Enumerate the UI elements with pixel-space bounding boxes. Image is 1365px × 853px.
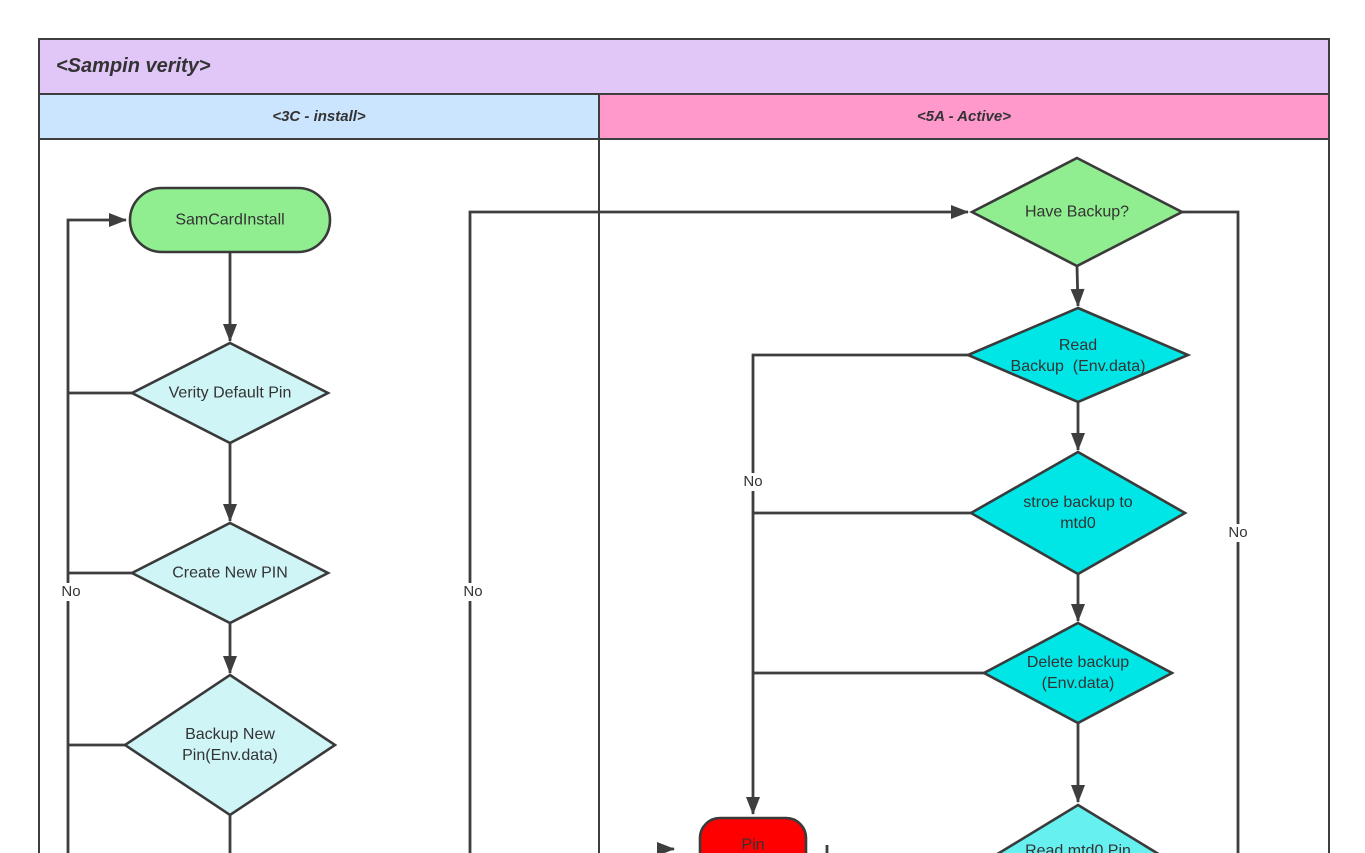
- lane-header-install[interactable]: <3C - install>: [38, 95, 600, 140]
- pool-title-label: <Sampin verity>: [56, 55, 211, 77]
- node-sam-card-install[interactable]: [128, 186, 332, 254]
- lane-header-active[interactable]: <5A - Active>: [600, 95, 1330, 140]
- node-backup-new-pin[interactable]: [122, 673, 338, 817]
- pool-title: <Sampin verity>: [38, 38, 1330, 95]
- node-delete-backup[interactable]: [981, 621, 1175, 725]
- node-create-new-pin[interactable]: [129, 521, 331, 625]
- node-pin[interactable]: [698, 816, 808, 853]
- lane-header-install-label: <3C - install>: [272, 108, 366, 125]
- edge-read-no-to-pin[interactable]: [746, 353, 968, 815]
- node-have-backup[interactable]: [969, 156, 1185, 268]
- edge-no-return-to-install[interactable]: [66, 213, 127, 853]
- lane-body-active: [600, 140, 1330, 853]
- node-verity-default-pin[interactable]: [129, 341, 331, 445]
- node-store-backup[interactable]: [968, 450, 1188, 576]
- edge-middle-no-to-have-backup[interactable]: [468, 205, 969, 853]
- edge-have-backup-no-right[interactable]: [1182, 210, 1240, 853]
- lane-header-active-label: <5A - Active>: [917, 108, 1011, 125]
- edge-have-to-read[interactable]: [1070, 265, 1085, 307]
- node-read-backup[interactable]: [964, 306, 1192, 404]
- node-read-mtd0-pin[interactable]: [958, 803, 1198, 853]
